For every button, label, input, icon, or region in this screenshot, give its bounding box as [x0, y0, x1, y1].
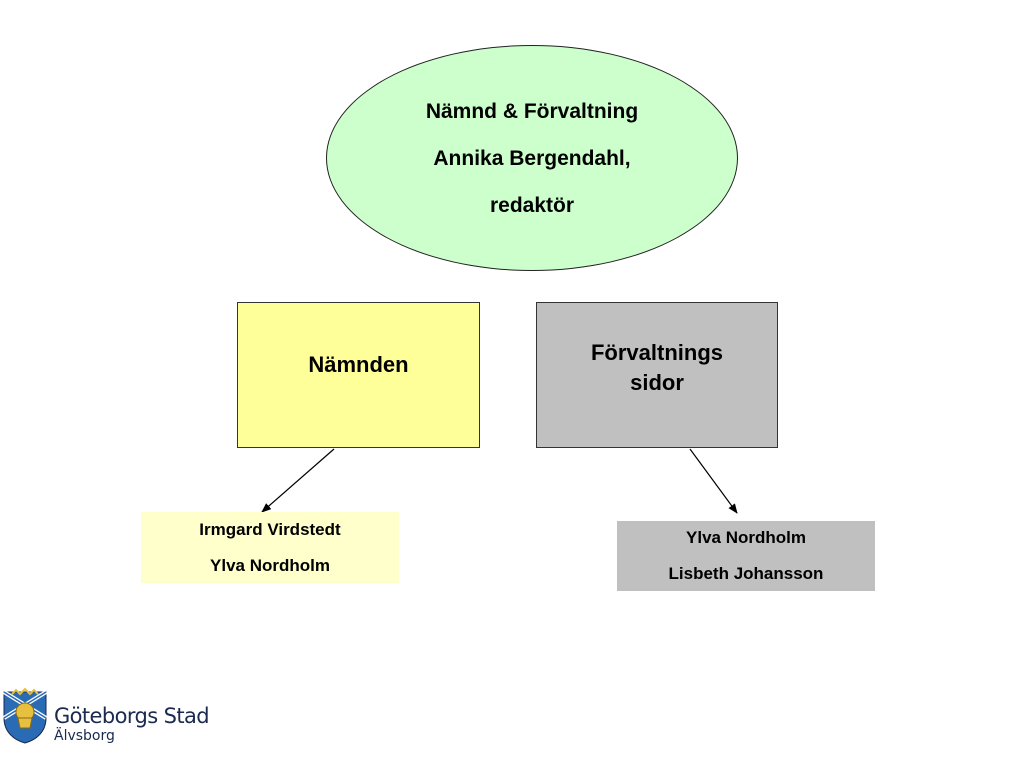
top-node-line-2: Annika Bergendahl,	[433, 147, 631, 170]
forvaltning-people-box: Ylva Nordholm Lisbeth Johansson	[617, 521, 875, 591]
goteborgs-stad-logo: Göteborgs Stad Älvsborg	[0, 688, 220, 748]
arrow-namnden-to-people	[261, 448, 335, 513]
logo-title: Göteborgs Stad	[54, 704, 210, 728]
forvaltning-person-1: Ylva Nordholm	[686, 528, 806, 547]
forvaltning-line-1: Förvaltnings	[590, 340, 723, 365]
namnden-people-box: Irmgard Virdstedt Ylva Nordholm	[141, 512, 399, 583]
namnden-person-1: Irmgard Virdstedt	[199, 519, 341, 539]
namnden-box: Nämnden	[237, 302, 480, 448]
top-node-ellipse	[326, 45, 738, 271]
forvaltning-box: Förvaltnings sidor	[536, 302, 778, 448]
forvaltning-line-2: sidor	[630, 370, 684, 395]
forvaltning-person-2: Lisbeth Johansson	[668, 564, 824, 583]
top-node-line-3: redaktör	[489, 194, 575, 217]
namnden-label: Nämnden	[308, 352, 409, 377]
top-node-label: Nämnd & Förvaltning Annika Bergendahl, r…	[326, 88, 738, 229]
top-node-line-1: Nämnd & Förvaltning	[425, 100, 639, 123]
logo-subtitle: Älvsborg	[54, 728, 115, 744]
arrow-forvaltning-to-people	[689, 448, 738, 514]
crest-icon	[2, 688, 48, 744]
namnden-person-2: Ylva Nordholm	[210, 555, 330, 575]
